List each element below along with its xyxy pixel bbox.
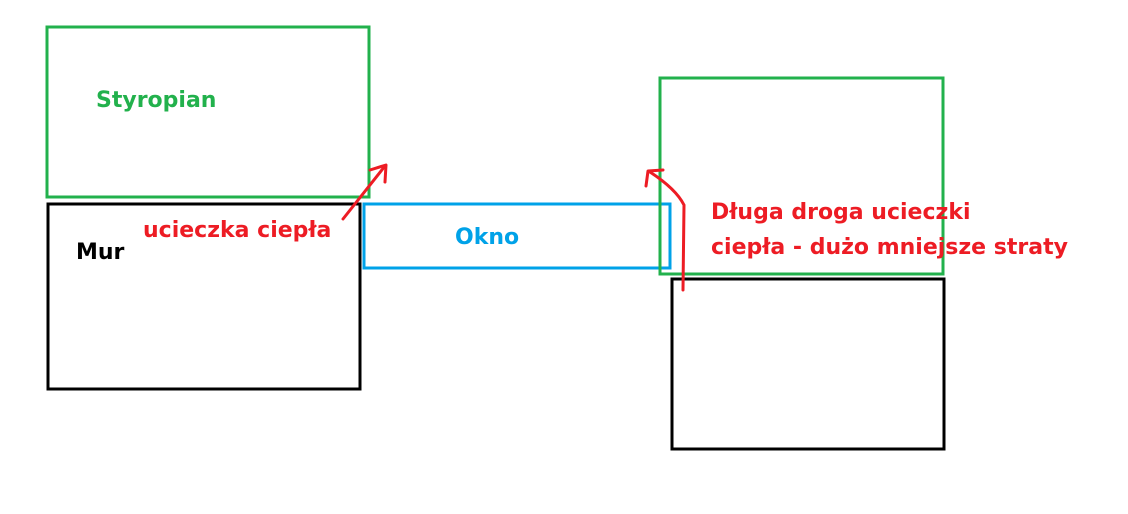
wall-label: Mur <box>76 240 125 265</box>
window-box <box>362 202 672 270</box>
left-wall-box <box>46 202 362 391</box>
right-wall-box <box>670 277 946 451</box>
short-heat-path-arrow <box>341 163 388 221</box>
long-heat-path-label-line2: ciepła - dużo mniejsze straty <box>711 235 1068 260</box>
styrofoam-label: Styropian <box>96 88 216 113</box>
long-heat-path-arrow <box>644 168 686 292</box>
right-styrofoam-box <box>658 76 945 276</box>
left-styrofoam-box <box>45 25 371 199</box>
short-heat-path-label: ucieczka ciepła <box>143 218 331 243</box>
long-heat-path-label-line1: Długa droga ucieczki <box>711 200 971 225</box>
window-label: Okno <box>455 225 519 250</box>
